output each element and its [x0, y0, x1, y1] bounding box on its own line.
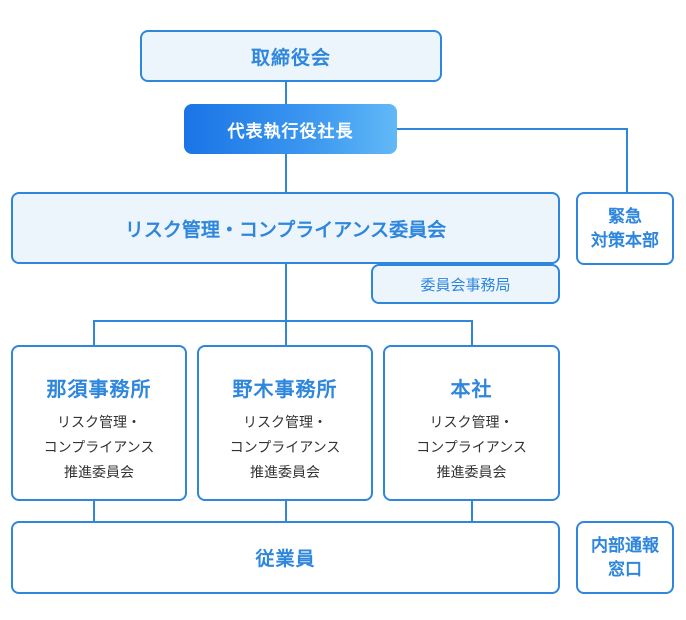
connector-nogi-employees — [285, 500, 287, 522]
office-name: 本社 — [450, 377, 493, 401]
ceo-box: 代表執行役社長 — [184, 104, 397, 154]
connector-nasu-employees — [93, 500, 95, 522]
emergency-label: 緊急 対策本部 — [591, 206, 659, 251]
connector-office-nasu — [93, 320, 95, 346]
office-committee: リスク管理・ コンプライアンス 推進委員会 — [43, 415, 155, 481]
secretariat-box: 委員会事務局 — [371, 264, 560, 304]
connector-board-ceo — [285, 82, 287, 104]
secretariat-label: 委員会事務局 — [420, 275, 511, 294]
employees-label: 従業員 — [255, 548, 316, 570]
office-name: 野木事務所 — [232, 377, 338, 401]
connector-ceo-emergency-v — [626, 128, 628, 192]
connector-hq-employees — [471, 500, 473, 522]
connector-office-hq — [471, 320, 473, 346]
connector-committee-down — [285, 264, 287, 322]
emergency-box: 緊急 対策本部 — [576, 192, 674, 265]
connector-ceo-committee — [285, 154, 287, 192]
whistleblowing-label: 内部通報 窓口 — [591, 535, 659, 580]
committee-box: リスク管理・コンプライアンス委員会 — [11, 192, 560, 264]
board-label: 取締役会 — [250, 46, 331, 69]
ceo-label: 代表執行役社長 — [227, 121, 354, 142]
connector-offices-h — [93, 320, 473, 322]
office-box-nogi: 野木事務所 リスク管理・ コンプライアンス 推進委員会 — [197, 345, 373, 501]
connector-ceo-emergency-h — [397, 128, 628, 130]
employees-box: 従業員 — [11, 521, 560, 594]
connector-office-nogi — [285, 320, 287, 346]
committee-label: リスク管理・コンプライアンス委員会 — [124, 218, 447, 241]
office-box-nasu: 那須事務所 リスク管理・ コンプライアンス 推進委員会 — [11, 345, 187, 501]
office-name: 那須事務所 — [46, 377, 152, 401]
board-box: 取締役会 — [140, 30, 442, 82]
office-committee: リスク管理・ コンプライアンス 推進委員会 — [229, 415, 341, 481]
whistleblowing-box: 内部通報 窓口 — [576, 521, 674, 594]
office-box-hq: 本社 リスク管理・ コンプライアンス 推進委員会 — [383, 345, 560, 501]
office-committee: リスク管理・ コンプライアンス 推進委員会 — [416, 415, 527, 481]
